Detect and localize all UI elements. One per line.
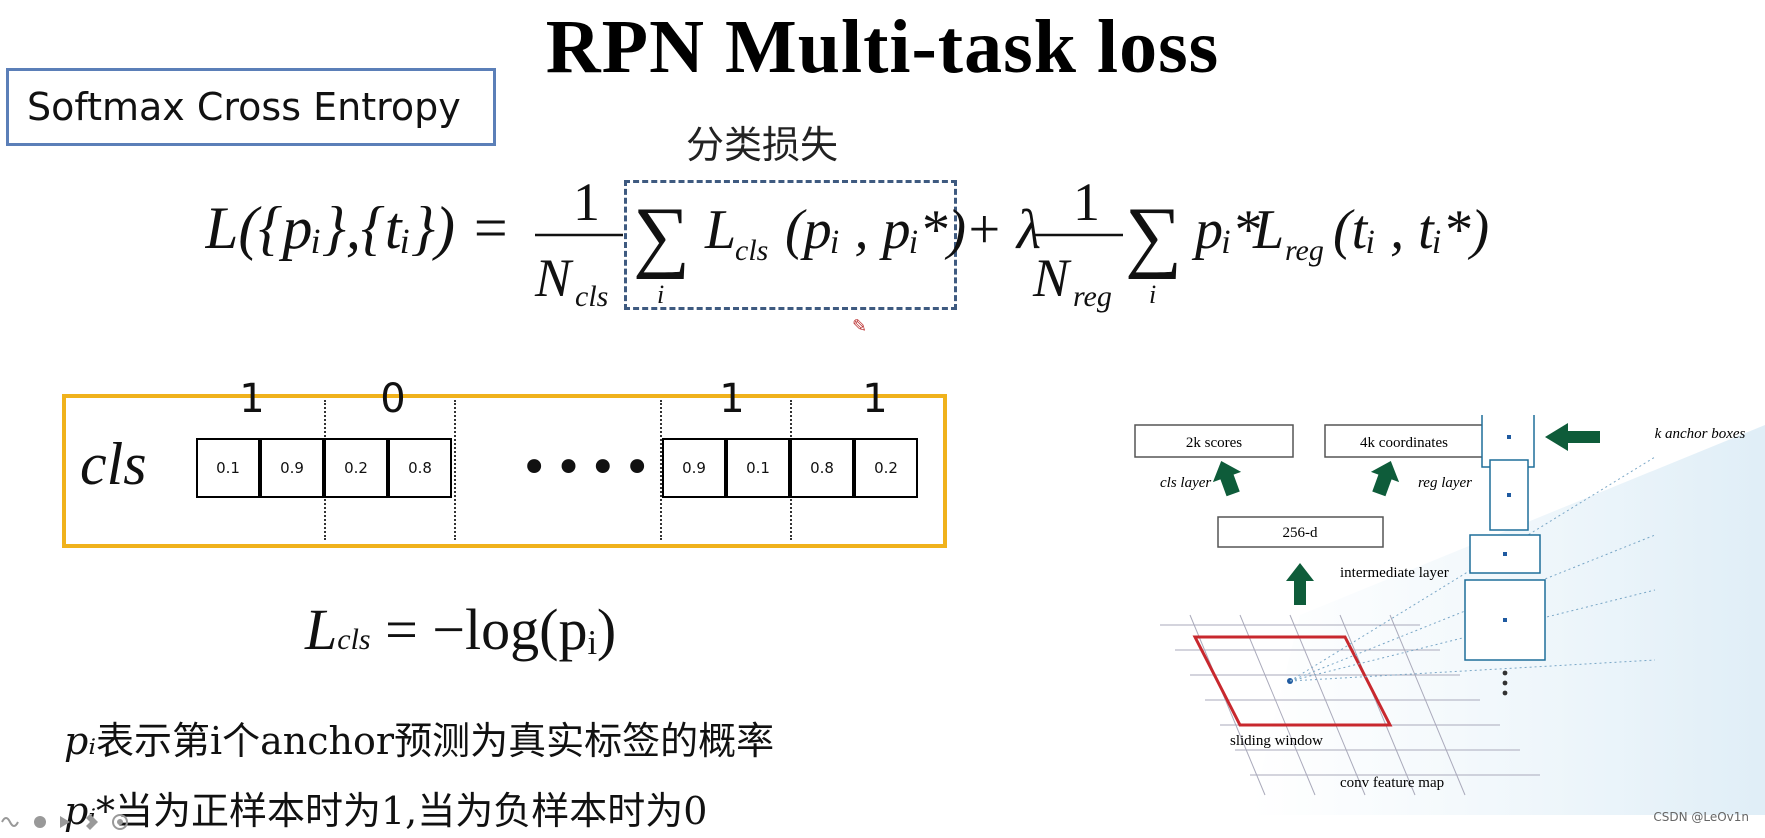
ellipsis: ••••• (520, 440, 692, 496)
sliding-window-label: sliding window (1230, 733, 1323, 749)
anchor-label: 1 (719, 376, 745, 422)
formula-one-a: 1 (573, 172, 600, 232)
formula-ncls-sub: cls (575, 280, 608, 313)
reg-arrow (1370, 461, 1400, 497)
separator-2 (454, 400, 456, 540)
topic-box: Softmax Cross Entropy (6, 68, 496, 146)
more-anchors-icon (1502, 670, 1508, 696)
cls-word: cls (80, 431, 147, 497)
highlighter-icon (86, 814, 98, 830)
lcls-formula: Lcls = −log(pᵢ) (305, 596, 616, 663)
desc-symbol-pi: pᵢ (64, 719, 96, 763)
formula-one-b: 1 (1073, 172, 1100, 232)
formula-lreg-args: (tᵢ , tᵢ*) (1333, 199, 1489, 261)
formula-lreg-sub: reg (1285, 234, 1324, 267)
cls-example-box (62, 394, 947, 548)
conv-map-label: conv feature map (1340, 775, 1444, 791)
formula-lcls-args: (pᵢ , pᵢ*) (785, 199, 966, 261)
prob-cell: 0.9 (260, 438, 324, 498)
reg-layer-label: reg layer (1418, 475, 1472, 491)
classification-loss-label: 分类损失 (686, 123, 839, 167)
formula-nreg: N (1032, 248, 1072, 308)
prob-cell: 0.1 (726, 438, 790, 498)
cls-layer-label: cls layer (1160, 475, 1211, 491)
cls-arrow (1212, 461, 1242, 497)
prob-cell: 0.1 (196, 438, 260, 498)
toolbar-icons (1, 814, 128, 830)
anchor-label: 1 (239, 376, 265, 422)
anchor-boxes-label: k anchor boxes (1655, 426, 1746, 442)
formula-nreg-sub: reg (1073, 280, 1112, 313)
formula-sum-b: ∑ (1125, 192, 1182, 280)
formula-lreg: L (1252, 199, 1284, 261)
scores-box (1134, 424, 1294, 458)
next-icon (60, 816, 70, 828)
pointer-icon (34, 816, 46, 828)
prob-cell: 0.2 (854, 438, 918, 498)
coords-box (1324, 424, 1484, 458)
rpn-diagram: 2k scores 4k coordinates k anchor boxes … (1134, 415, 1765, 815)
desc-text-2: 当为正样本时为1,当为负样本时为0 (114, 789, 708, 833)
formula-lcls: L (704, 199, 736, 261)
formula-pstar: pᵢ* (1191, 199, 1260, 261)
lcls-rhs: = −log(pᵢ) (385, 597, 617, 662)
prob-cell: 0.8 (388, 438, 452, 498)
scores-label: 2k scores (1186, 435, 1242, 451)
presentation-toolbar[interactable] (0, 808, 190, 834)
intermediate-value: 256-d (1283, 525, 1318, 541)
formula-lhs: L({pᵢ},{tᵢ}) = (205, 195, 510, 261)
coords-label: 4k coordinates (1360, 435, 1448, 451)
anchor-arrow (1545, 423, 1600, 451)
watermark: CSDN @LeOv1n (1653, 810, 1749, 824)
slide-title: RPN Multi-task loss (545, 5, 1220, 89)
separator-3 (660, 400, 662, 540)
multi-task-loss-formula: L({pᵢ},{tᵢ}) = 1 N cls ∑ i L cls (pᵢ , p… (205, 172, 1489, 313)
lcls-sub: cls (337, 623, 371, 656)
classification-term-highlight (624, 180, 957, 310)
sliding-window-box (1192, 635, 1393, 727)
prob-cell: 0.9 (662, 438, 726, 498)
intermediate-arrow (1286, 563, 1314, 605)
intermediate-layer-label: intermediate layer (1340, 565, 1449, 581)
formula-sum-a-i: i (657, 280, 664, 309)
prob-cell: 0.2 (324, 438, 388, 498)
formula-sum-b-i: i (1149, 280, 1156, 309)
intermediate-box (1217, 516, 1384, 548)
anchor-label: 0 (380, 376, 406, 422)
formula-plus-lambda: + λ (965, 199, 1041, 261)
formula-lcls-sub: cls (735, 234, 768, 267)
desc-text-1: 表示第i个anchor预测为真实标签的概率 (95, 719, 775, 763)
anchor-label: 1 (862, 376, 888, 422)
formula-ncls: N (534, 248, 574, 308)
pen-cursor-icon: ✎ (852, 316, 868, 337)
prob-cell: 0.8 (790, 438, 854, 498)
description-line-1: pᵢ表示第i个anchor预测为真实标签的概率 (64, 710, 774, 765)
topic-label: Softmax Cross Entropy (27, 85, 461, 129)
formula-sum-a: ∑ (633, 192, 690, 280)
lcls-l: L (305, 597, 338, 662)
anchor-box (1481, 415, 1535, 468)
pen-tool-icon (1, 817, 19, 827)
menu-icon (112, 814, 128, 830)
